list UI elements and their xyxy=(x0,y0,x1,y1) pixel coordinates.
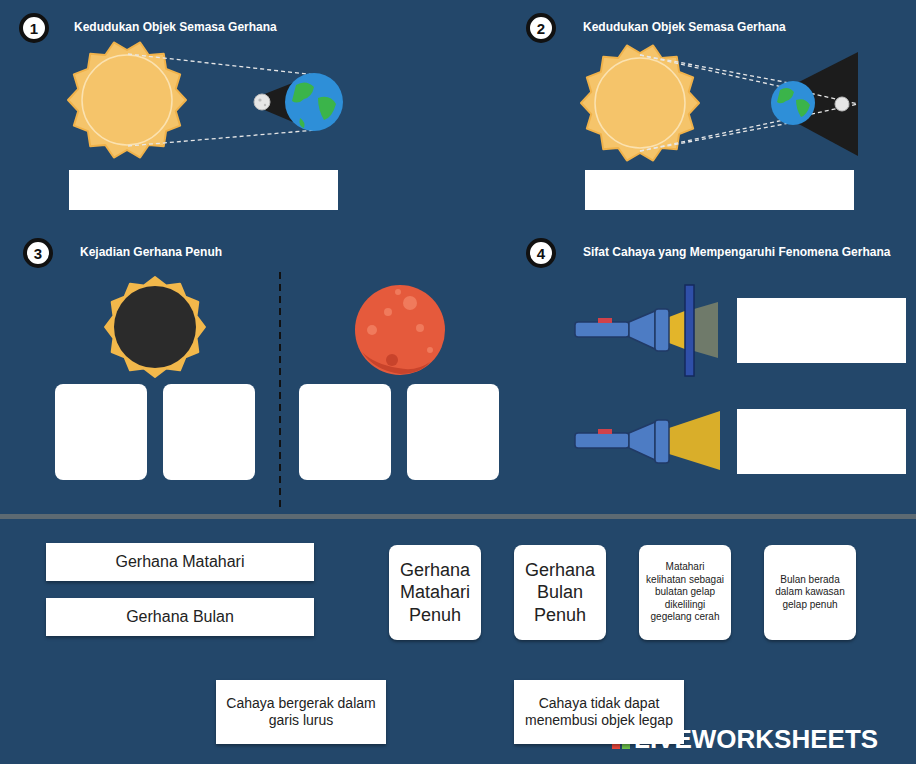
callout-number-text: 4 xyxy=(526,238,556,268)
panel-heading: Sifat Cahaya yang Mempengaruhi Fenomena … xyxy=(583,245,890,259)
answer-boxes xyxy=(55,384,499,480)
answer-card: Cahaya bergerak dalam garis lurus xyxy=(216,680,386,744)
torch-blocked-figure xyxy=(575,285,718,376)
torch-figure xyxy=(575,411,720,470)
callout-number: 4 Sifat Cahaya yang Mempengaruhi Fenomena… xyxy=(526,238,916,268)
answer-card: Gerhana Matahari xyxy=(46,543,314,581)
answer-box xyxy=(737,409,906,474)
card-text: Cahaya bergerak dalam garis lurus xyxy=(222,695,380,730)
watermark: LIVEWORKSHEETS xyxy=(634,724,878,755)
panel-heading: Kedudukan Objek Semasa Gerhana xyxy=(74,20,277,34)
blood-moon-figure xyxy=(355,285,445,375)
card-text: Gerhana Matahari Penuh xyxy=(395,559,475,627)
callout-number-text: 1 xyxy=(19,13,49,43)
card-text: Gerhana Matahari xyxy=(116,552,245,572)
callout-number-text: 3 xyxy=(23,238,53,268)
lunar-eclipse-figure xyxy=(581,45,858,160)
answer-box xyxy=(69,170,338,210)
answer-card: Gerhana Bulan xyxy=(46,598,314,636)
answer-card: Matahari kelihatan sebagai bulatan gelap… xyxy=(639,545,731,640)
answer-box xyxy=(585,170,854,210)
callout-number: 2 Kedudukan Objek Semasa Gerhana xyxy=(526,13,916,43)
divider-band xyxy=(0,514,916,519)
card-text: Gerhana Bulan xyxy=(126,607,234,627)
card-text: Gerhana Bulan Penuh xyxy=(520,559,600,627)
answer-card: Gerhana Bulan Penuh xyxy=(514,545,606,640)
answer-card: Bulan berada dalam kawasan gelap penuh xyxy=(764,545,856,640)
card-text: Matahari kelihatan sebagai bulatan gelap… xyxy=(645,561,725,624)
panel-heading: Kejadian Gerhana Penuh xyxy=(80,245,222,259)
panel-heading: Kedudukan Objek Semasa Gerhana xyxy=(583,20,786,34)
card-text: Bulan berada dalam kawasan gelap penuh xyxy=(770,574,850,612)
answer-card: Gerhana Matahari Penuh xyxy=(389,545,481,640)
total-solar-eclipse-figure xyxy=(105,277,205,377)
solar-eclipse-figure xyxy=(68,42,343,157)
answer-box xyxy=(737,298,906,363)
dashed-divider xyxy=(279,272,281,512)
callout-number-text: 2 xyxy=(526,13,556,43)
